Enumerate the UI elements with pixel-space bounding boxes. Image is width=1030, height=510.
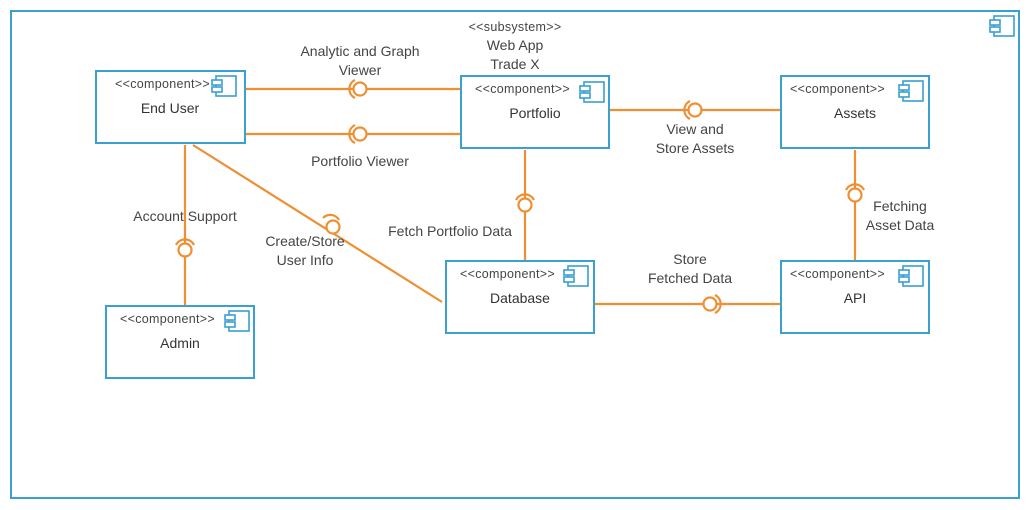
interface-view-store-assets[interactable] [683,100,703,120]
component-end-user[interactable]: <<component>> End User [95,70,246,144]
component-stereotype: <<component>> [120,312,215,326]
component-icon [579,81,605,103]
label-analytic-graph-viewer-2: Viewer [339,62,382,78]
component-stereotype: <<component>> [460,267,555,281]
component-name: Database [490,290,550,306]
interface-analytic-graph-viewer[interactable] [348,79,368,99]
interface-fetching-asset-data[interactable] [845,183,865,203]
label-portfolio-viewer: Portfolio Viewer [311,153,409,169]
label-store-fetched-data-2: Fetched Data [648,270,732,286]
subsystem-stereotype: <<subsystem>> [469,20,562,34]
component-icon [563,265,589,287]
interface-portfolio-viewer[interactable] [348,124,368,144]
component-database[interactable]: <<component>> Database [445,260,595,334]
interface-store-fetched-data[interactable] [702,294,722,314]
subsystem-frame[interactable] [10,10,1020,499]
interface-account-support[interactable] [175,238,195,258]
label-view-store-assets-1: View and [666,121,723,137]
label-create-store-user-info-1: Create/Store [265,233,345,249]
connector-enduser-database [192,144,443,303]
component-portfolio[interactable]: <<component>> Portfolio [460,75,610,149]
label-fetch-portfolio-data: Fetch Portfolio Data [388,223,512,239]
component-stereotype: <<component>> [115,77,210,91]
interface-fetch-portfolio-data[interactable] [515,193,535,213]
label-account-support: Account Support [133,208,237,224]
label-fetching-asset-data-1: Fetching [873,198,927,214]
interface-create-store-user-info[interactable] [322,213,341,235]
subsystem-name-line-2: Trade X [490,56,540,72]
component-admin[interactable]: <<component>> Admin [105,305,255,379]
component-name: Assets [834,105,876,121]
component-icon [224,310,250,332]
label-create-store-user-info-2: User Info [277,252,334,268]
component-stereotype: <<component>> [790,82,885,96]
component-name: API [844,290,867,306]
label-fetching-asset-data-2: Asset Data [866,217,935,233]
subsystem-name-line-1: Web App [487,37,544,53]
label-analytic-graph-viewer-1: Analytic and Graph [300,43,419,59]
component-name: End User [141,100,200,116]
component-api[interactable]: <<component>> API [780,260,930,334]
component-assets[interactable]: <<component>> Assets [780,75,930,149]
component-icon [211,75,237,97]
component-stereotype: <<component>> [790,267,885,281]
subsystem-component-icon [989,15,1015,37]
label-view-store-assets-2: Store Assets [656,140,735,156]
component-name: Portfolio [509,105,561,121]
component-icon [898,265,924,287]
component-stereotype: <<component>> [475,82,570,96]
label-store-fetched-data-1: Store [673,251,707,267]
component-icon [898,80,924,102]
component-name: Admin [160,335,200,351]
